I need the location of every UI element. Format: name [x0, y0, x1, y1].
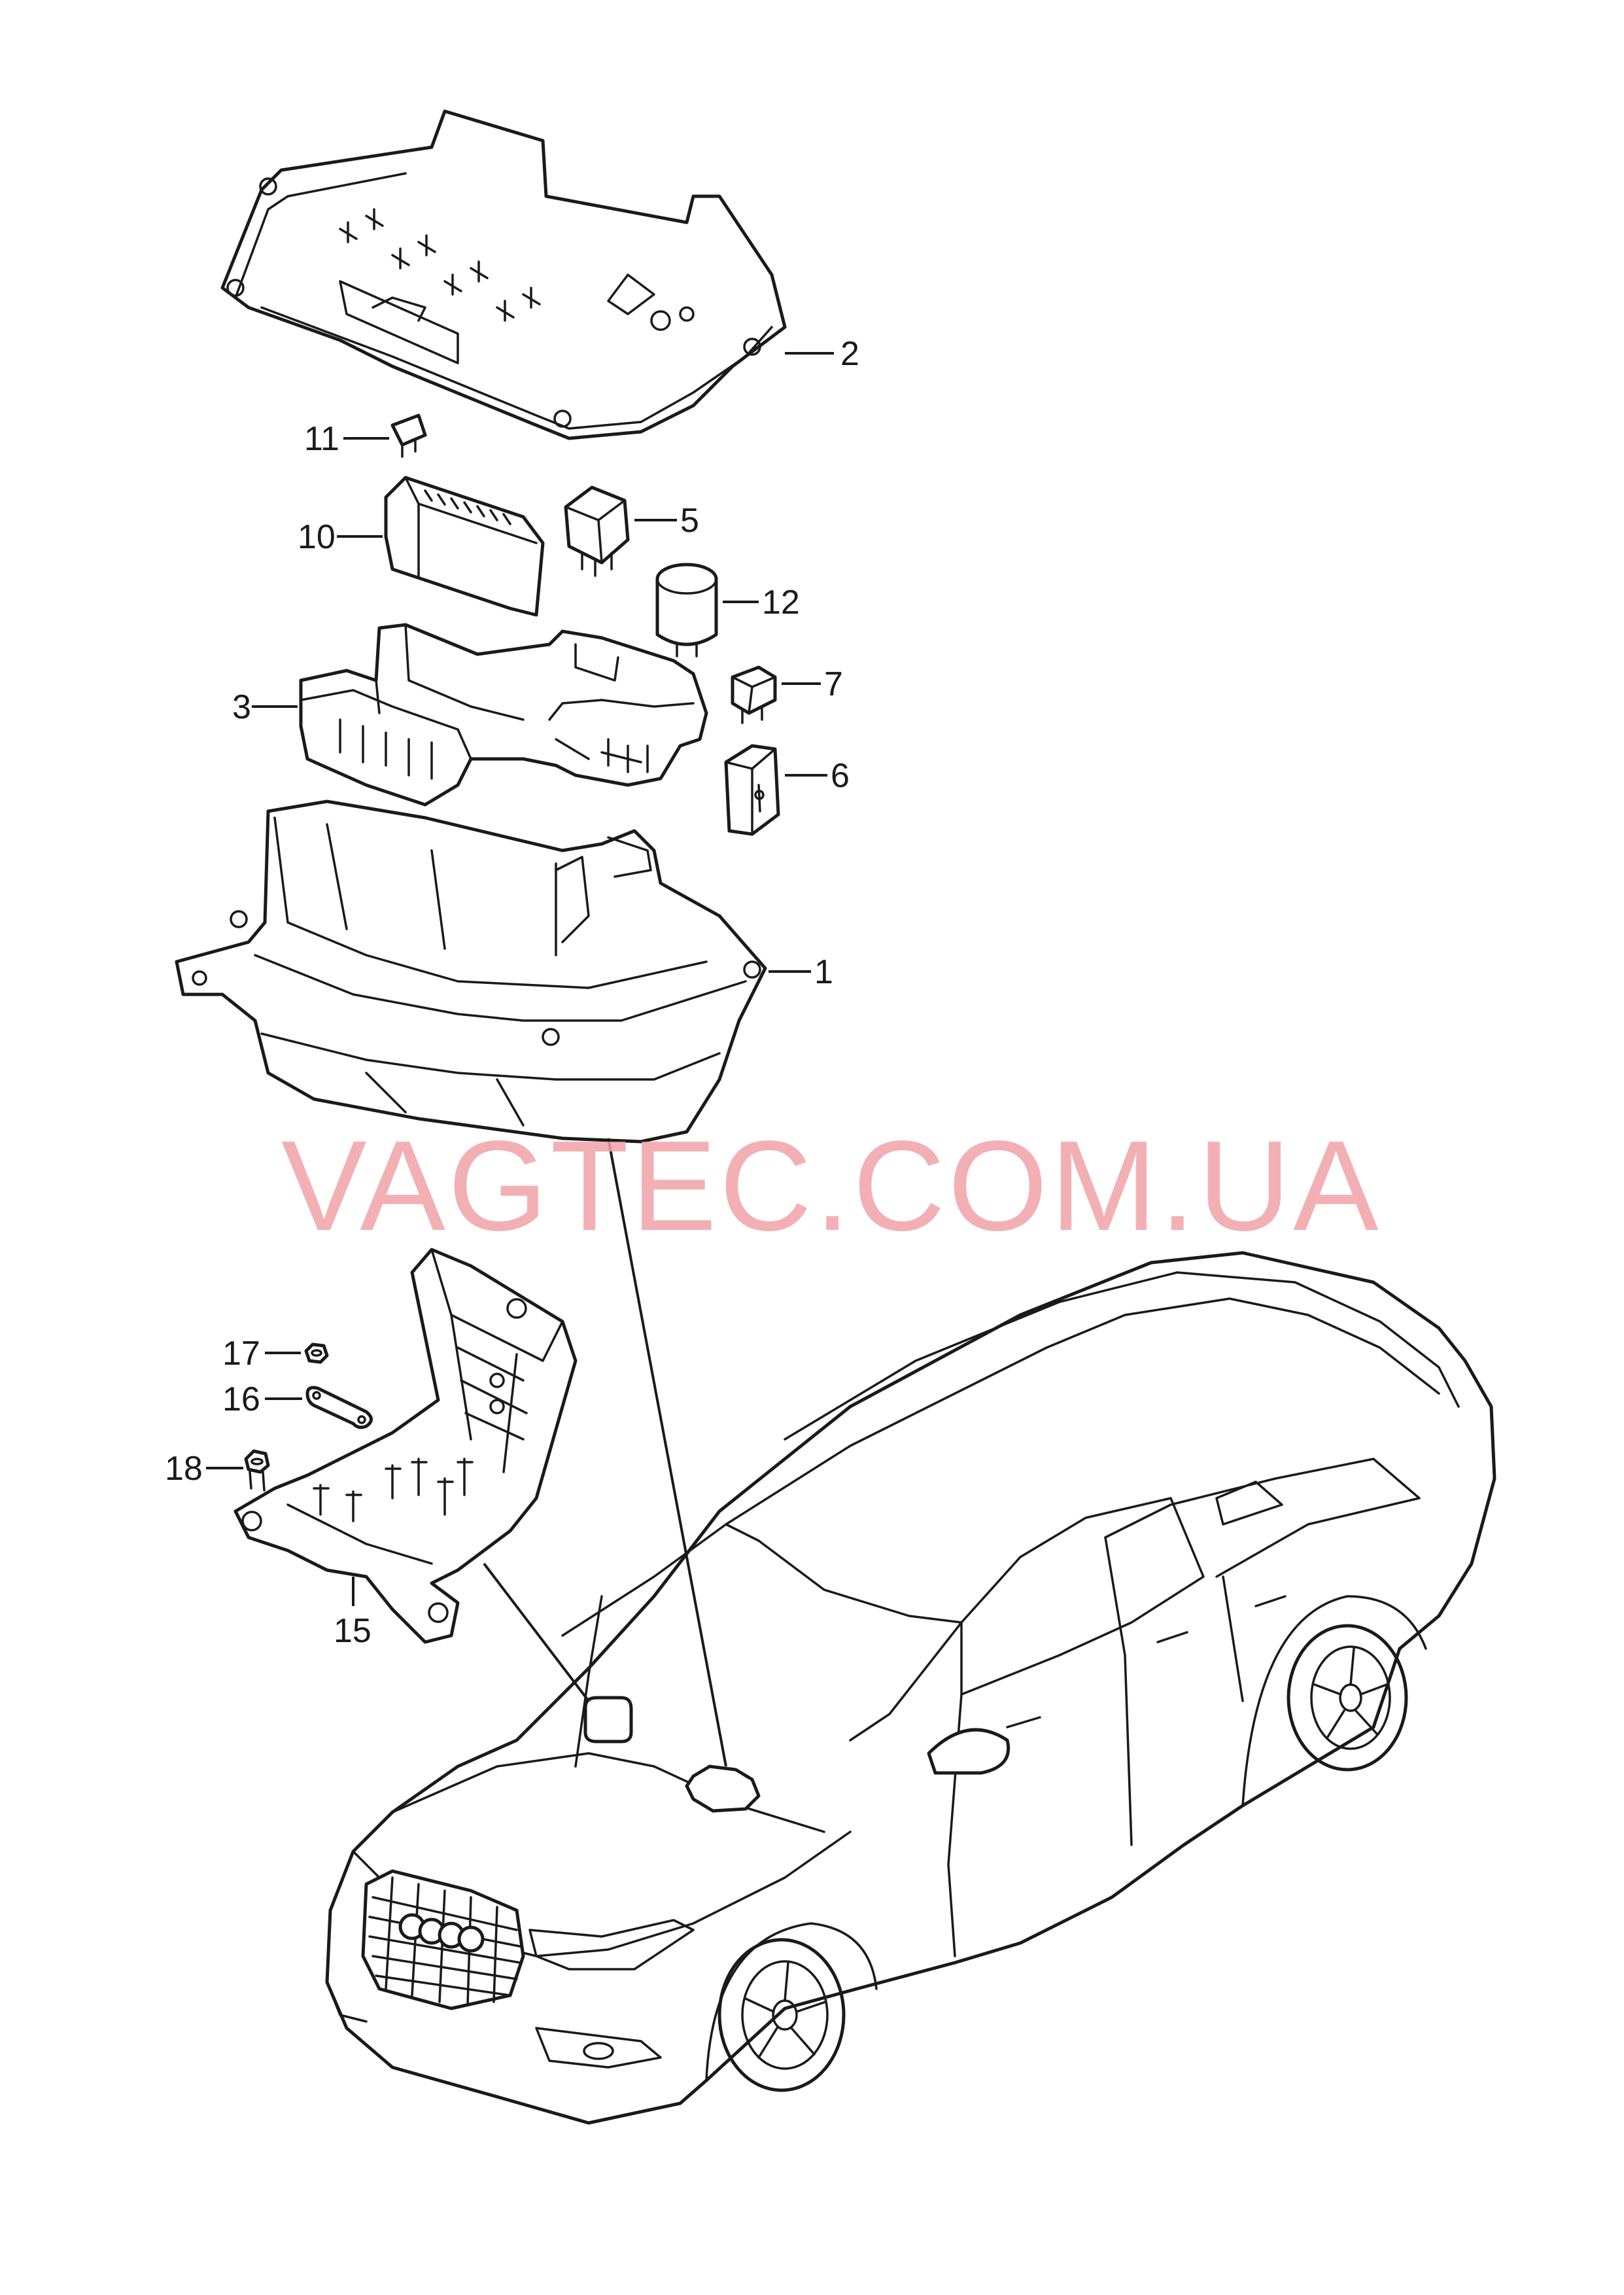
- leader-fusebox-to-car: [607, 1138, 727, 1767]
- callout-10: 10: [298, 518, 336, 556]
- part-2-cover: [220, 109, 787, 440]
- part-6-holder: [724, 744, 780, 836]
- part-12-capacitor: [655, 563, 718, 657]
- location-marker-terminal: [583, 1696, 633, 1743]
- part-10-relay-carrier: [384, 476, 545, 617]
- part-11-fuse: [390, 413, 427, 458]
- callout-15: 15: [334, 1612, 371, 1650]
- callout-12: 12: [762, 584, 800, 622]
- leader-terminal-to-car: [483, 1562, 590, 1702]
- watermark: VAGTEC.COM.UA: [281, 1114, 1381, 1257]
- callout-11: 11: [304, 420, 339, 458]
- part-3-fuse-block: [299, 623, 708, 807]
- callout-5: 5: [680, 502, 699, 540]
- callout-17: 17: [222, 1335, 260, 1373]
- callout-1: 1: [814, 953, 833, 991]
- part-5-relay: [564, 485, 630, 577]
- callout-6: 6: [831, 757, 850, 795]
- part-15-terminal-box: [233, 1248, 578, 1644]
- callout-2: 2: [840, 335, 859, 373]
- callout-7: 7: [824, 665, 843, 703]
- callout-3: 3: [232, 688, 251, 726]
- part-16-busbar: [305, 1386, 373, 1429]
- part-1-base: [175, 799, 767, 1144]
- part-7-fuse: [731, 665, 777, 724]
- callout-18: 18: [165, 1450, 203, 1488]
- callout-16: 16: [222, 1380, 260, 1418]
- part-17-nut: [304, 1342, 329, 1364]
- vehicle-illustration: [325, 1251, 1496, 2125]
- location-marker-fusebox: [685, 1764, 761, 1813]
- part-18-flange-nut: [244, 1449, 270, 1492]
